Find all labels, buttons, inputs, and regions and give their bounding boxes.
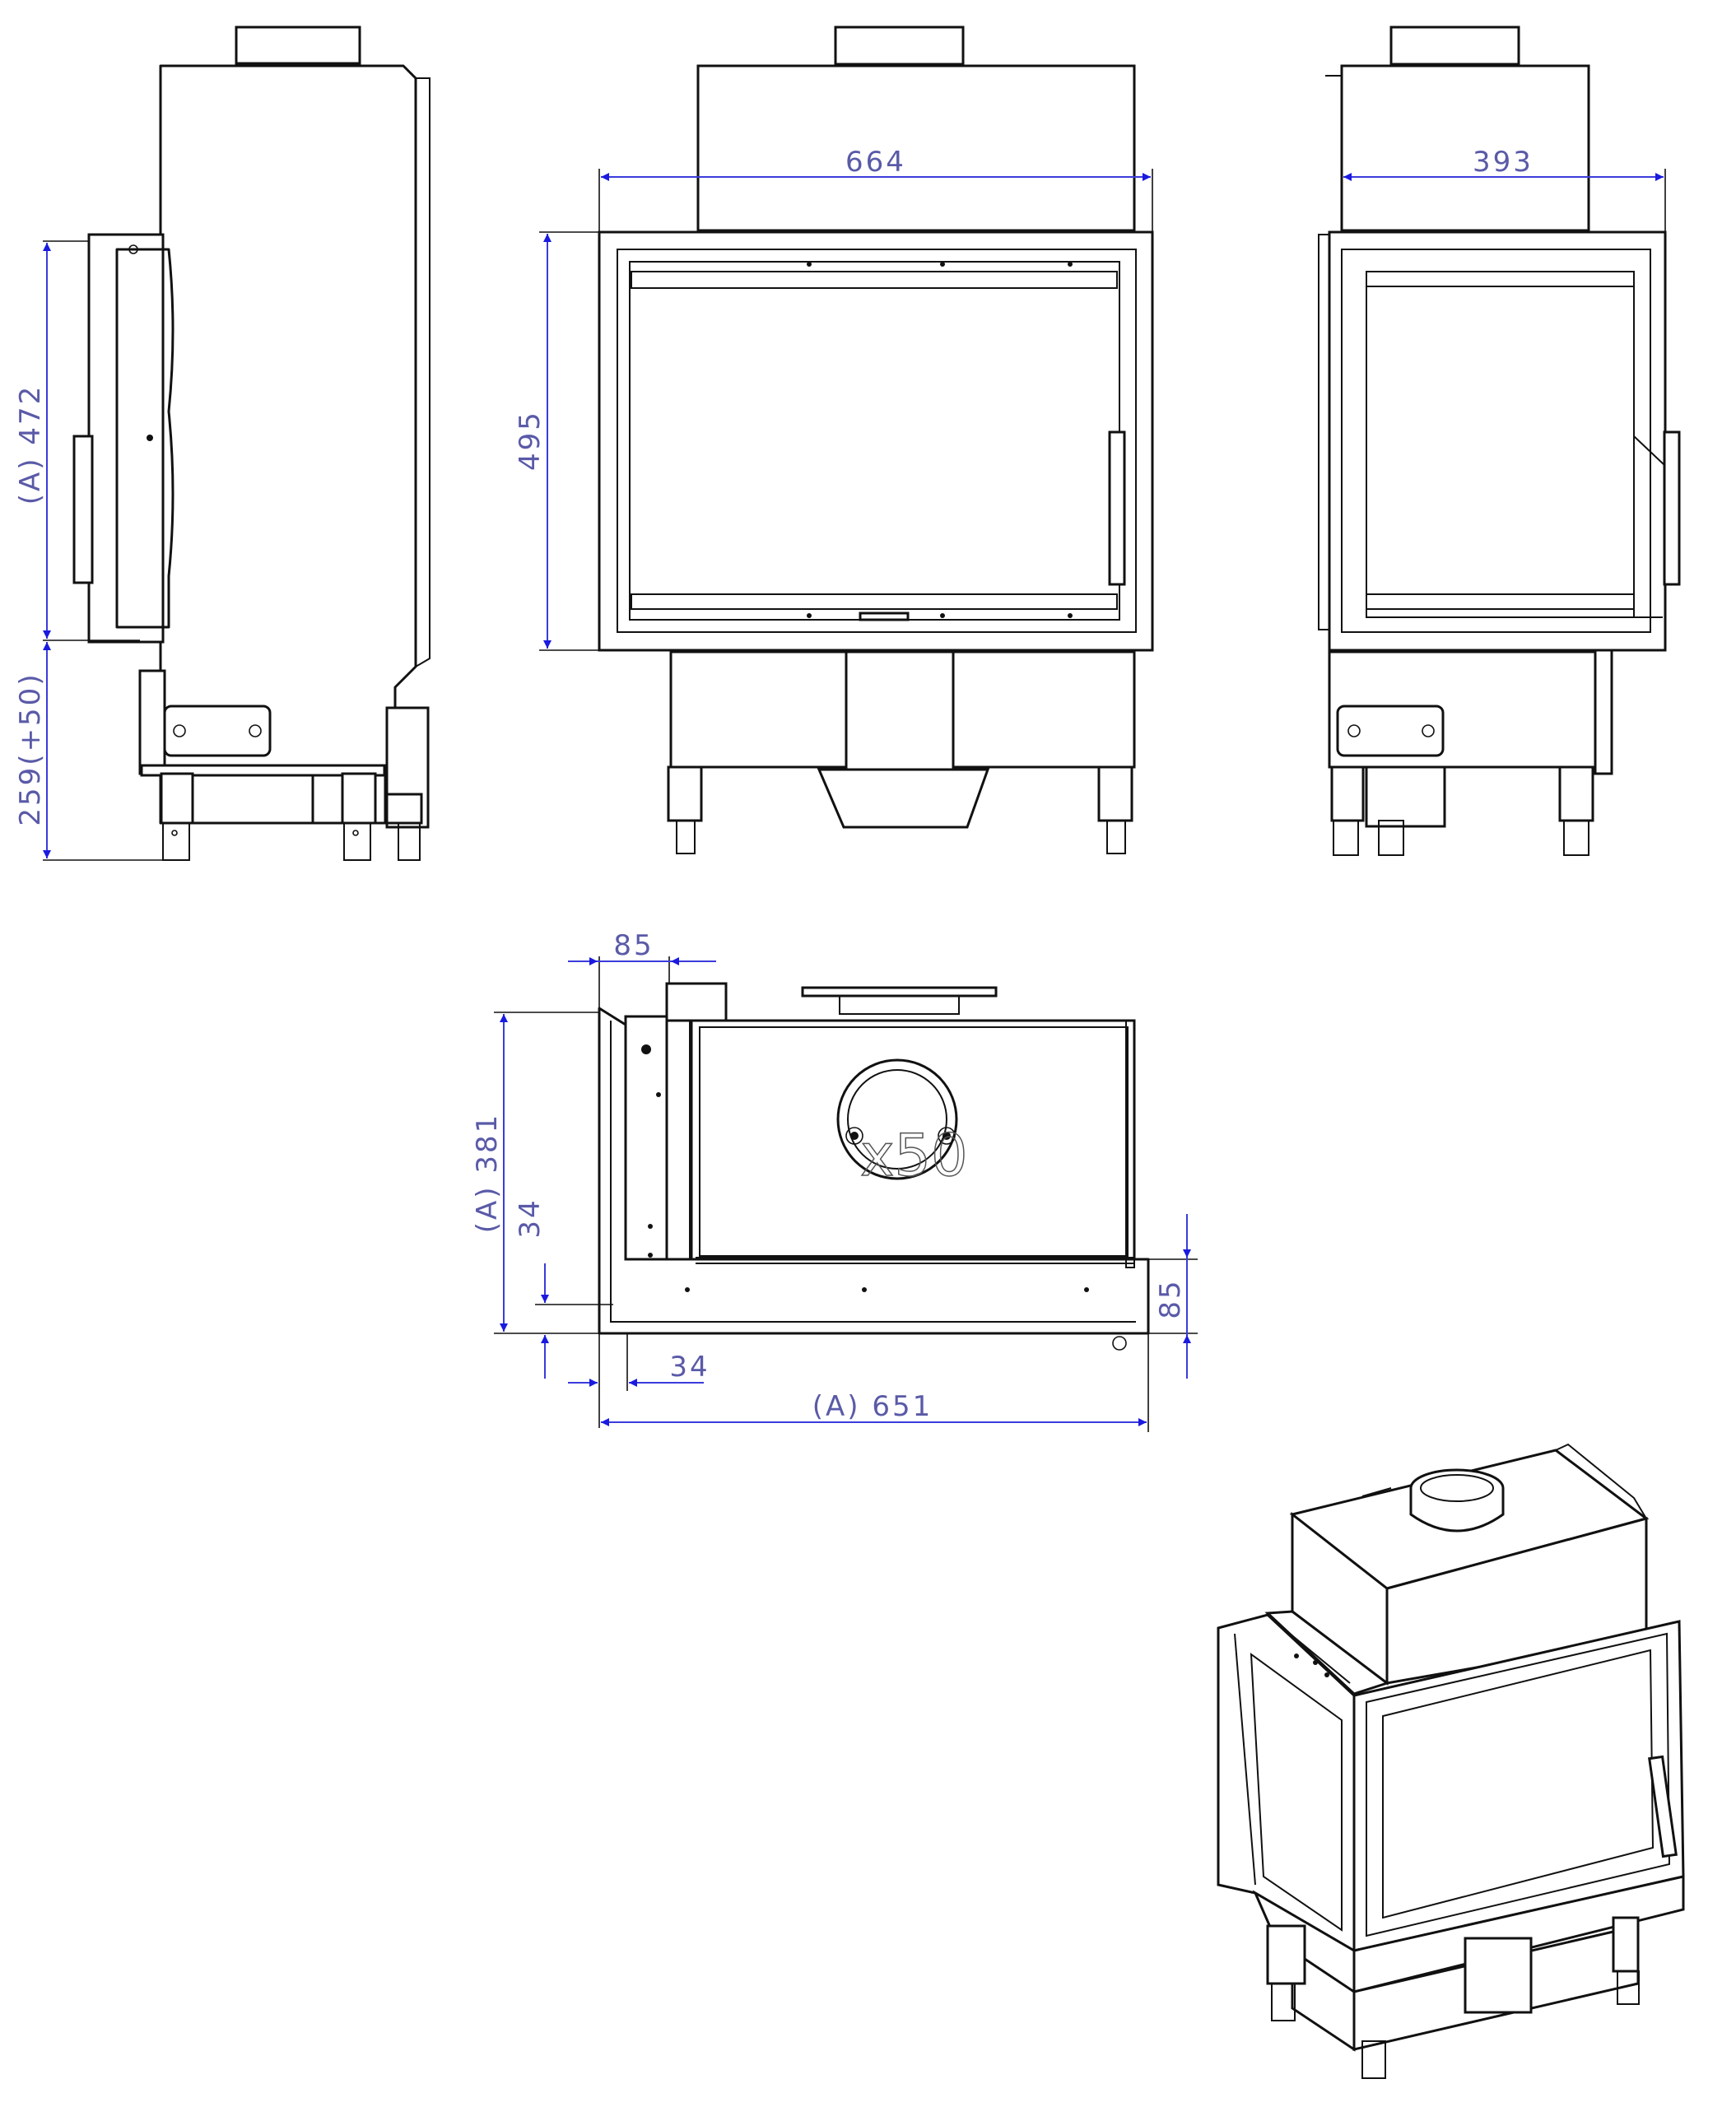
top-view: x50 85 (A) 381 34 34 [471,929,1198,1432]
flue-label: x50 [860,1122,968,1189]
dim-top-depth-a: (A) 381 [471,1113,504,1234]
dim-top-inner-offset: 34 [514,1198,547,1238]
dim-top-right-offset: 85 [1154,1278,1187,1319]
dim-right-width: 393 [1473,146,1534,179]
dim-top-width-a: (A) 651 [812,1390,933,1423]
dim-top-offset-upper: 85 [613,929,654,962]
side-view-left: (A) 472 259(+50) [14,26,431,861]
front-view: 664 495 [514,26,1154,854]
dim-front-width: 664 [845,146,906,179]
dim-top-bottom-offset: 34 [669,1351,710,1384]
side-view-right: 393 [1318,26,1681,856]
isometric-view [1217,1443,1685,2079]
dim-left-base-height: 259(+50) [14,672,47,826]
dim-front-height: 495 [514,410,547,471]
dim-left-height-a: (A) 472 [14,384,47,505]
